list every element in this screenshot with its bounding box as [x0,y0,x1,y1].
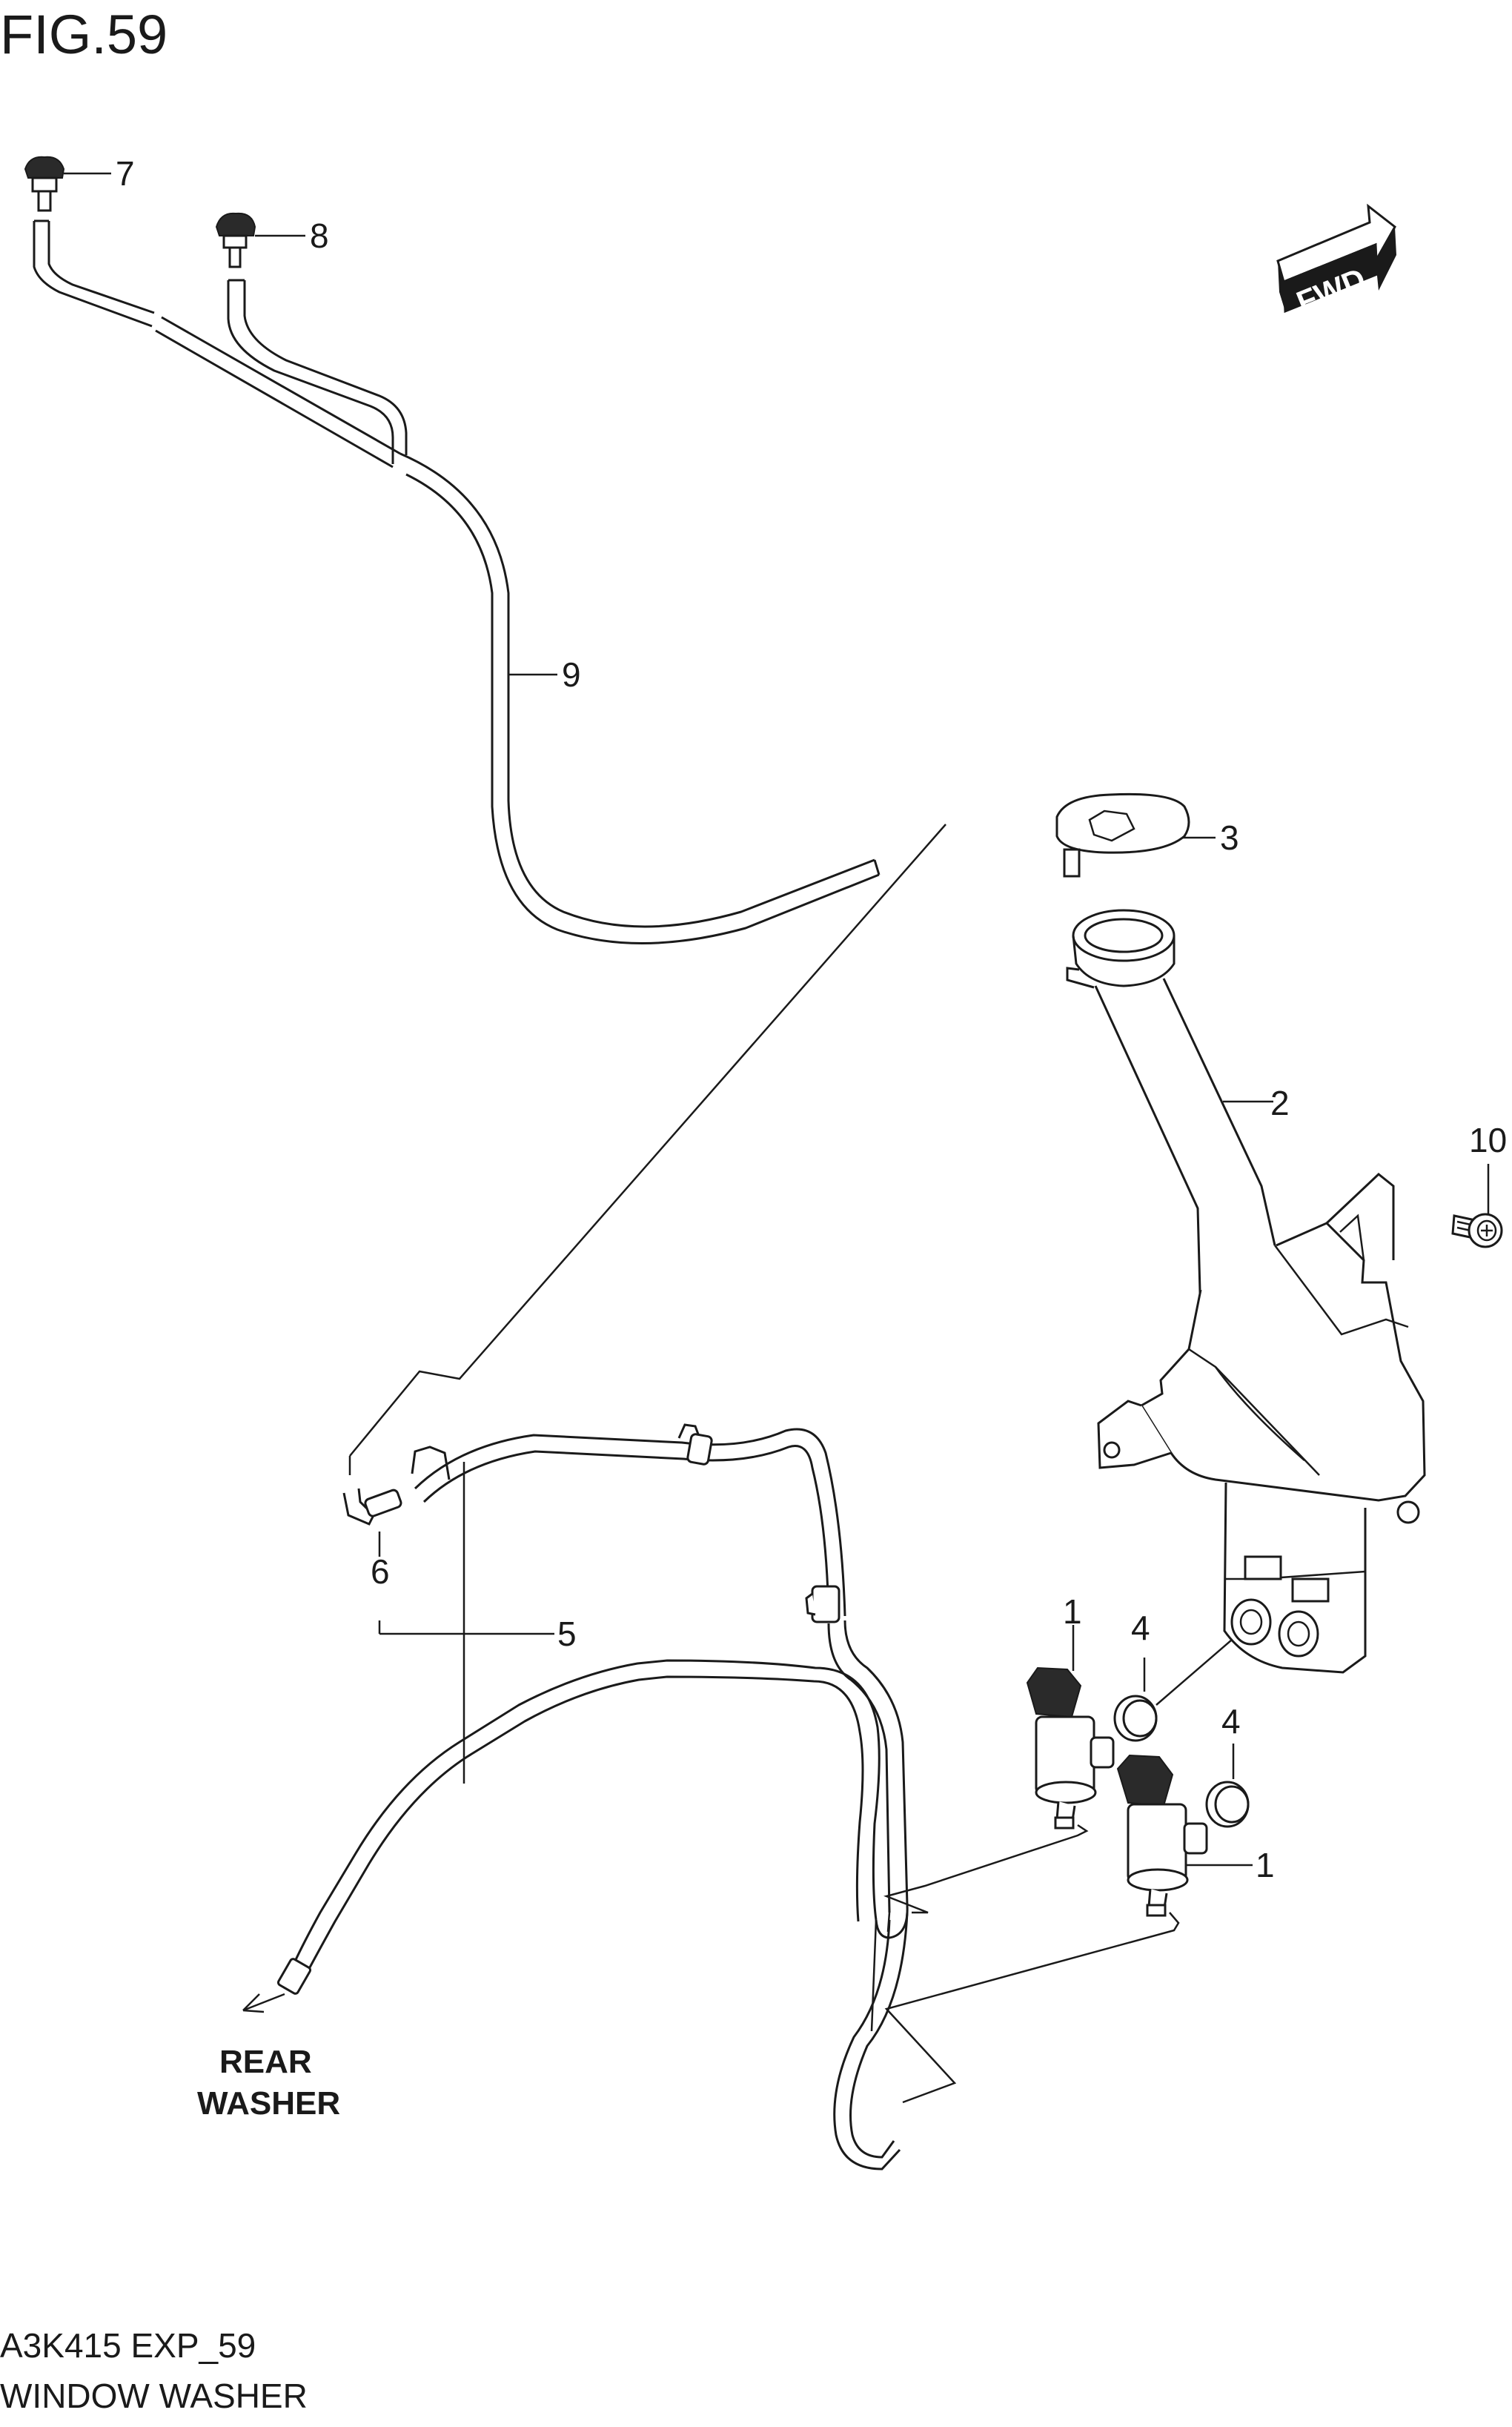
callout-2: 2 [1270,1084,1290,1122]
callout-3: 3 [1220,818,1239,857]
callout-4-upper: 4 [1131,1609,1150,1647]
figure-title: FIG.59 [0,4,168,65]
grommet-4-lower [1205,1744,1250,1828]
callout-9: 9 [562,655,581,694]
front-washer-hose-9 [33,219,881,944]
leader-upper-pump-to-hose [883,1824,1089,1914]
callout-7: 7 [116,154,135,193]
leader-hose9-to-connector [349,824,946,1457]
rear-washer-label-line1: REAR [219,2044,312,2080]
callout-1-lower: 1 [1256,1846,1275,1884]
hose-connector-6 [342,1456,402,1557]
reservoir-cap-3 [1055,792,1216,878]
callout-10: 10 [1469,1121,1507,1159]
callout-1-upper: 1 [1063,1592,1082,1631]
figure-code: A3K415 EXP_59 [0,2326,256,2365]
bolt-10 [1451,1164,1503,1248]
washer-reservoir-2 [1066,909,1426,1674]
figure-name: WINDOW WASHER [0,2377,308,2415]
fwd-arrow-icon: FWD [1276,203,1396,320]
rear-washer-hose-5 [242,1423,909,2171]
washer-nozzle-7 [24,156,111,212]
callout-4-lower: 4 [1221,1702,1241,1741]
leader-lower-pump-to-hose [884,1912,1180,2104]
callout-6: 6 [371,1552,390,1591]
washer-pump-1-lower [1116,1754,1253,1917]
callout-5: 5 [557,1615,577,1653]
grommet-4-upper [1113,1639,1233,1742]
washer-pump-1-upper [1026,1625,1115,1830]
washer-nozzle-8 [215,212,305,268]
callout-8: 8 [310,216,329,255]
rear-washer-label-line2: WASHER [197,2085,340,2122]
